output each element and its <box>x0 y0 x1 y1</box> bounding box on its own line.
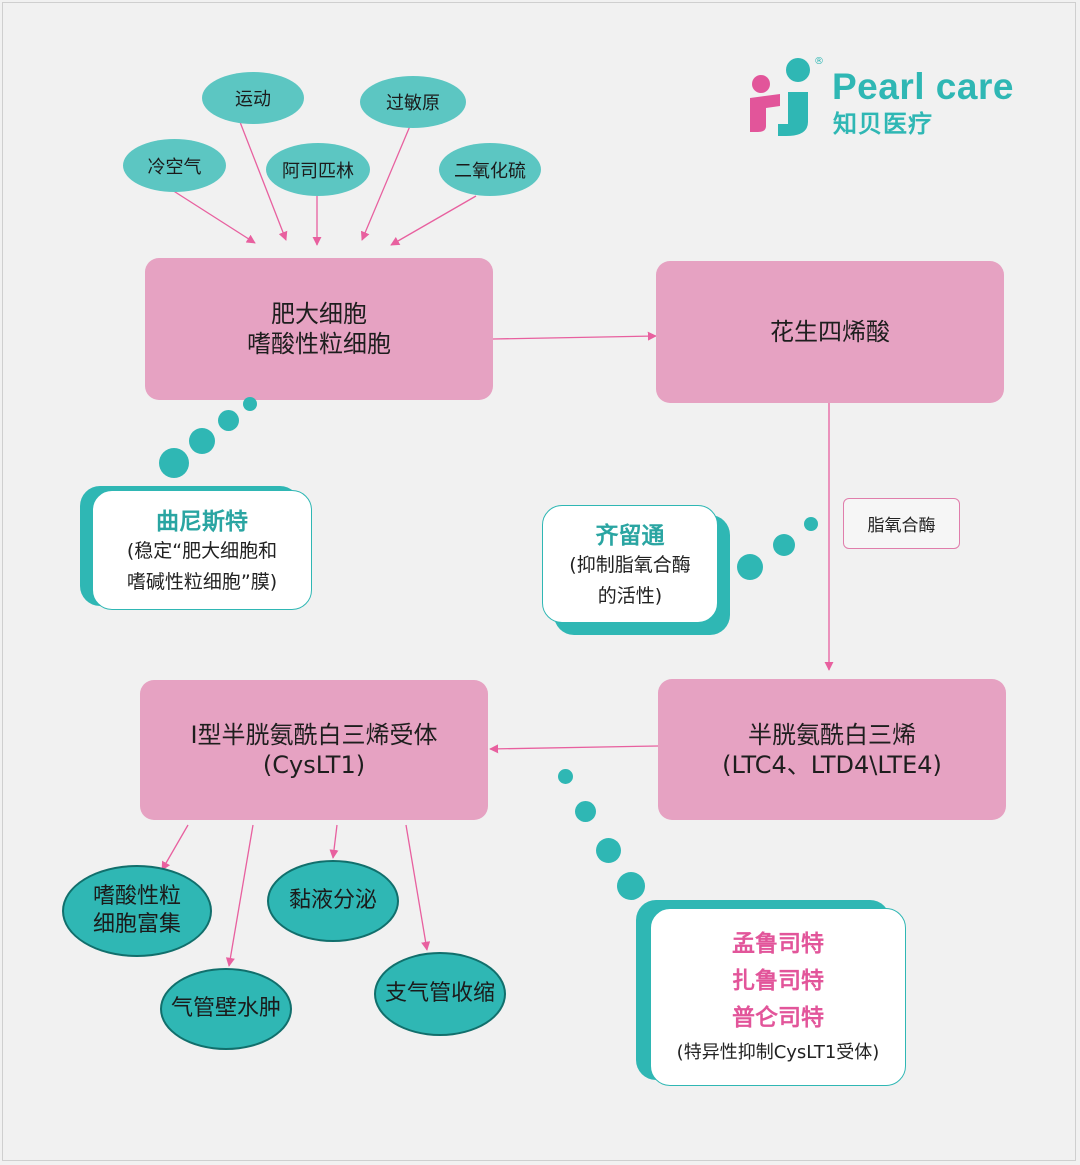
dot <box>804 517 818 531</box>
card-body: 孟鲁司特 扎鲁司特 普仑司特 (特异性抑制CysLT1受体) <box>650 908 906 1086</box>
drug-desc-line1: (稳定“肥大细胞和 <box>126 540 278 562</box>
mast-cell-label: 肥大细胞 <box>271 300 367 328</box>
drug-montelukast: 孟鲁司特 <box>732 931 824 957</box>
drug-title: 曲尼斯特 <box>156 509 248 535</box>
drug-desc-line2: 嗜碱性粒细胞”膜) <box>126 571 278 593</box>
trigger-cold-air: 冷空气 <box>123 139 226 192</box>
leukotriene-types: (LTC4、LTD4\LTE4) <box>722 750 942 779</box>
dot <box>737 554 763 580</box>
trigger-exercise: 运动 <box>202 72 304 124</box>
effect-eosinophil-accumulation: 嗜酸性粒 细胞富集 <box>62 865 212 957</box>
node-cyslt1-receptor: Ⅰ型半胱氨酰白三烯受体 (CysLT1) <box>140 680 488 820</box>
trigger-aspirin: 阿司匹林 <box>266 143 370 196</box>
drug-card-zileuton: 齐留通 (抑制脂氧合酶 的活性) <box>542 505 732 635</box>
node-leukotrienes: 半胱氨酰白三烯 (LTC4、LTD4\LTE4) <box>658 679 1006 820</box>
effect-mucus-secretion: 黏液分泌 <box>267 860 399 942</box>
dot <box>159 448 189 478</box>
node-arachidonic-acid: 花生四烯酸 <box>656 261 1004 403</box>
drug-note: (特异性抑制CysLT1受体) <box>676 1042 880 1063</box>
dot <box>218 410 239 431</box>
brand-name-cn: 知贝医疗 <box>833 110 933 138</box>
drug-card-tranilast: 曲尼斯特 (稳定“肥大细胞和 嗜碱性粒细胞”膜) <box>80 486 316 612</box>
card-body: 曲尼斯特 (稳定“肥大细胞和 嗜碱性粒细胞”膜) <box>92 490 312 610</box>
arachidonic-acid-label: 花生四烯酸 <box>770 318 890 346</box>
receptor-code: (CysLT1) <box>262 751 366 779</box>
brand-name-en: Pearl care <box>832 66 1014 107</box>
brand-logo: ® Pearl care 知贝医疗 <box>748 56 1018 138</box>
drug-card-lukasts: 孟鲁司特 扎鲁司特 普仑司特 (特异性抑制CysLT1受体) <box>636 900 908 1088</box>
lipoxygenase-tag: 脂氧合酶 <box>843 498 960 549</box>
eosinophil-label: 嗜酸性粒细胞 <box>247 330 391 358</box>
drug-title: 齐留通 <box>595 523 665 549</box>
brand-mark-icon <box>750 58 810 136</box>
registered-mark: ® <box>814 56 824 67</box>
leukotriene-label: 半胱氨酰白三烯 <box>748 720 916 749</box>
dot <box>773 534 795 556</box>
dot <box>575 801 596 822</box>
dot <box>558 769 573 784</box>
dot <box>596 838 621 863</box>
trigger-so2: 二氧化硫 <box>439 143 541 196</box>
dot <box>617 872 645 900</box>
effect-airway-edema: 气管壁水肿 <box>160 968 292 1050</box>
trigger-allergen: 过敏原 <box>360 76 466 128</box>
card-body: 齐留通 (抑制脂氧合酶 的活性) <box>542 505 718 623</box>
dot <box>243 397 257 411</box>
drug-desc-line2: 的活性) <box>597 585 663 607</box>
drug-pranlukast: 普仑司特 <box>732 1005 824 1031</box>
effect-bronchoconstriction: 支气管收缩 <box>374 952 506 1036</box>
dot <box>189 428 215 454</box>
drug-desc-line1: (抑制脂氧合酶 <box>569 554 691 576</box>
drug-zafirlukast: 扎鲁司特 <box>732 968 824 994</box>
receptor-label: Ⅰ型半胱氨酰白三烯受体 <box>190 721 438 749</box>
node-mast-cell: 肥大细胞 嗜酸性粒细胞 <box>145 258 493 400</box>
